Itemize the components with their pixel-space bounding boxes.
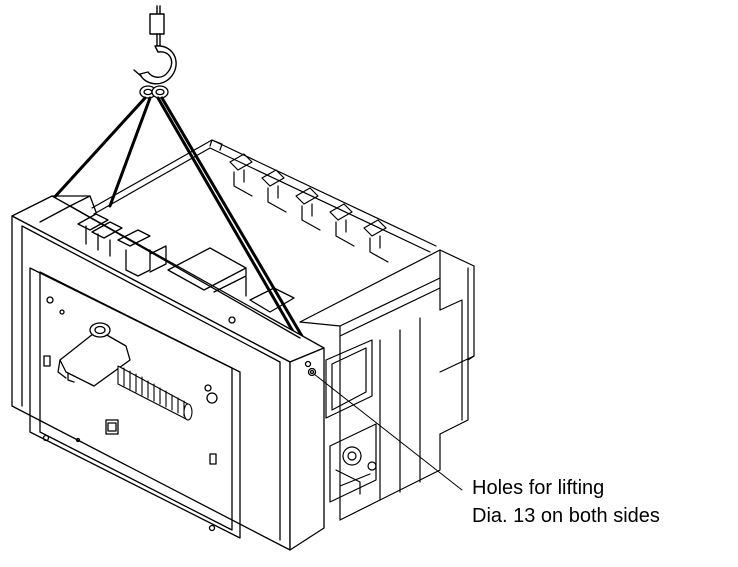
lifting-holes-callout: Holes for lifting Dia. 13 on both sides	[472, 474, 660, 530]
callout-leader	[313, 373, 463, 491]
callout-line-1: Holes for lifting	[472, 477, 605, 499]
breaker-front	[11, 215, 325, 551]
lifting-slings	[50, 96, 318, 362]
sling-eyes	[139, 85, 169, 99]
crane-hook	[133, 5, 177, 85]
breaker-chassis	[91, 139, 475, 521]
charging-spring	[117, 365, 193, 421]
callout-line-2: Dia. 13 on both sides	[472, 505, 660, 527]
